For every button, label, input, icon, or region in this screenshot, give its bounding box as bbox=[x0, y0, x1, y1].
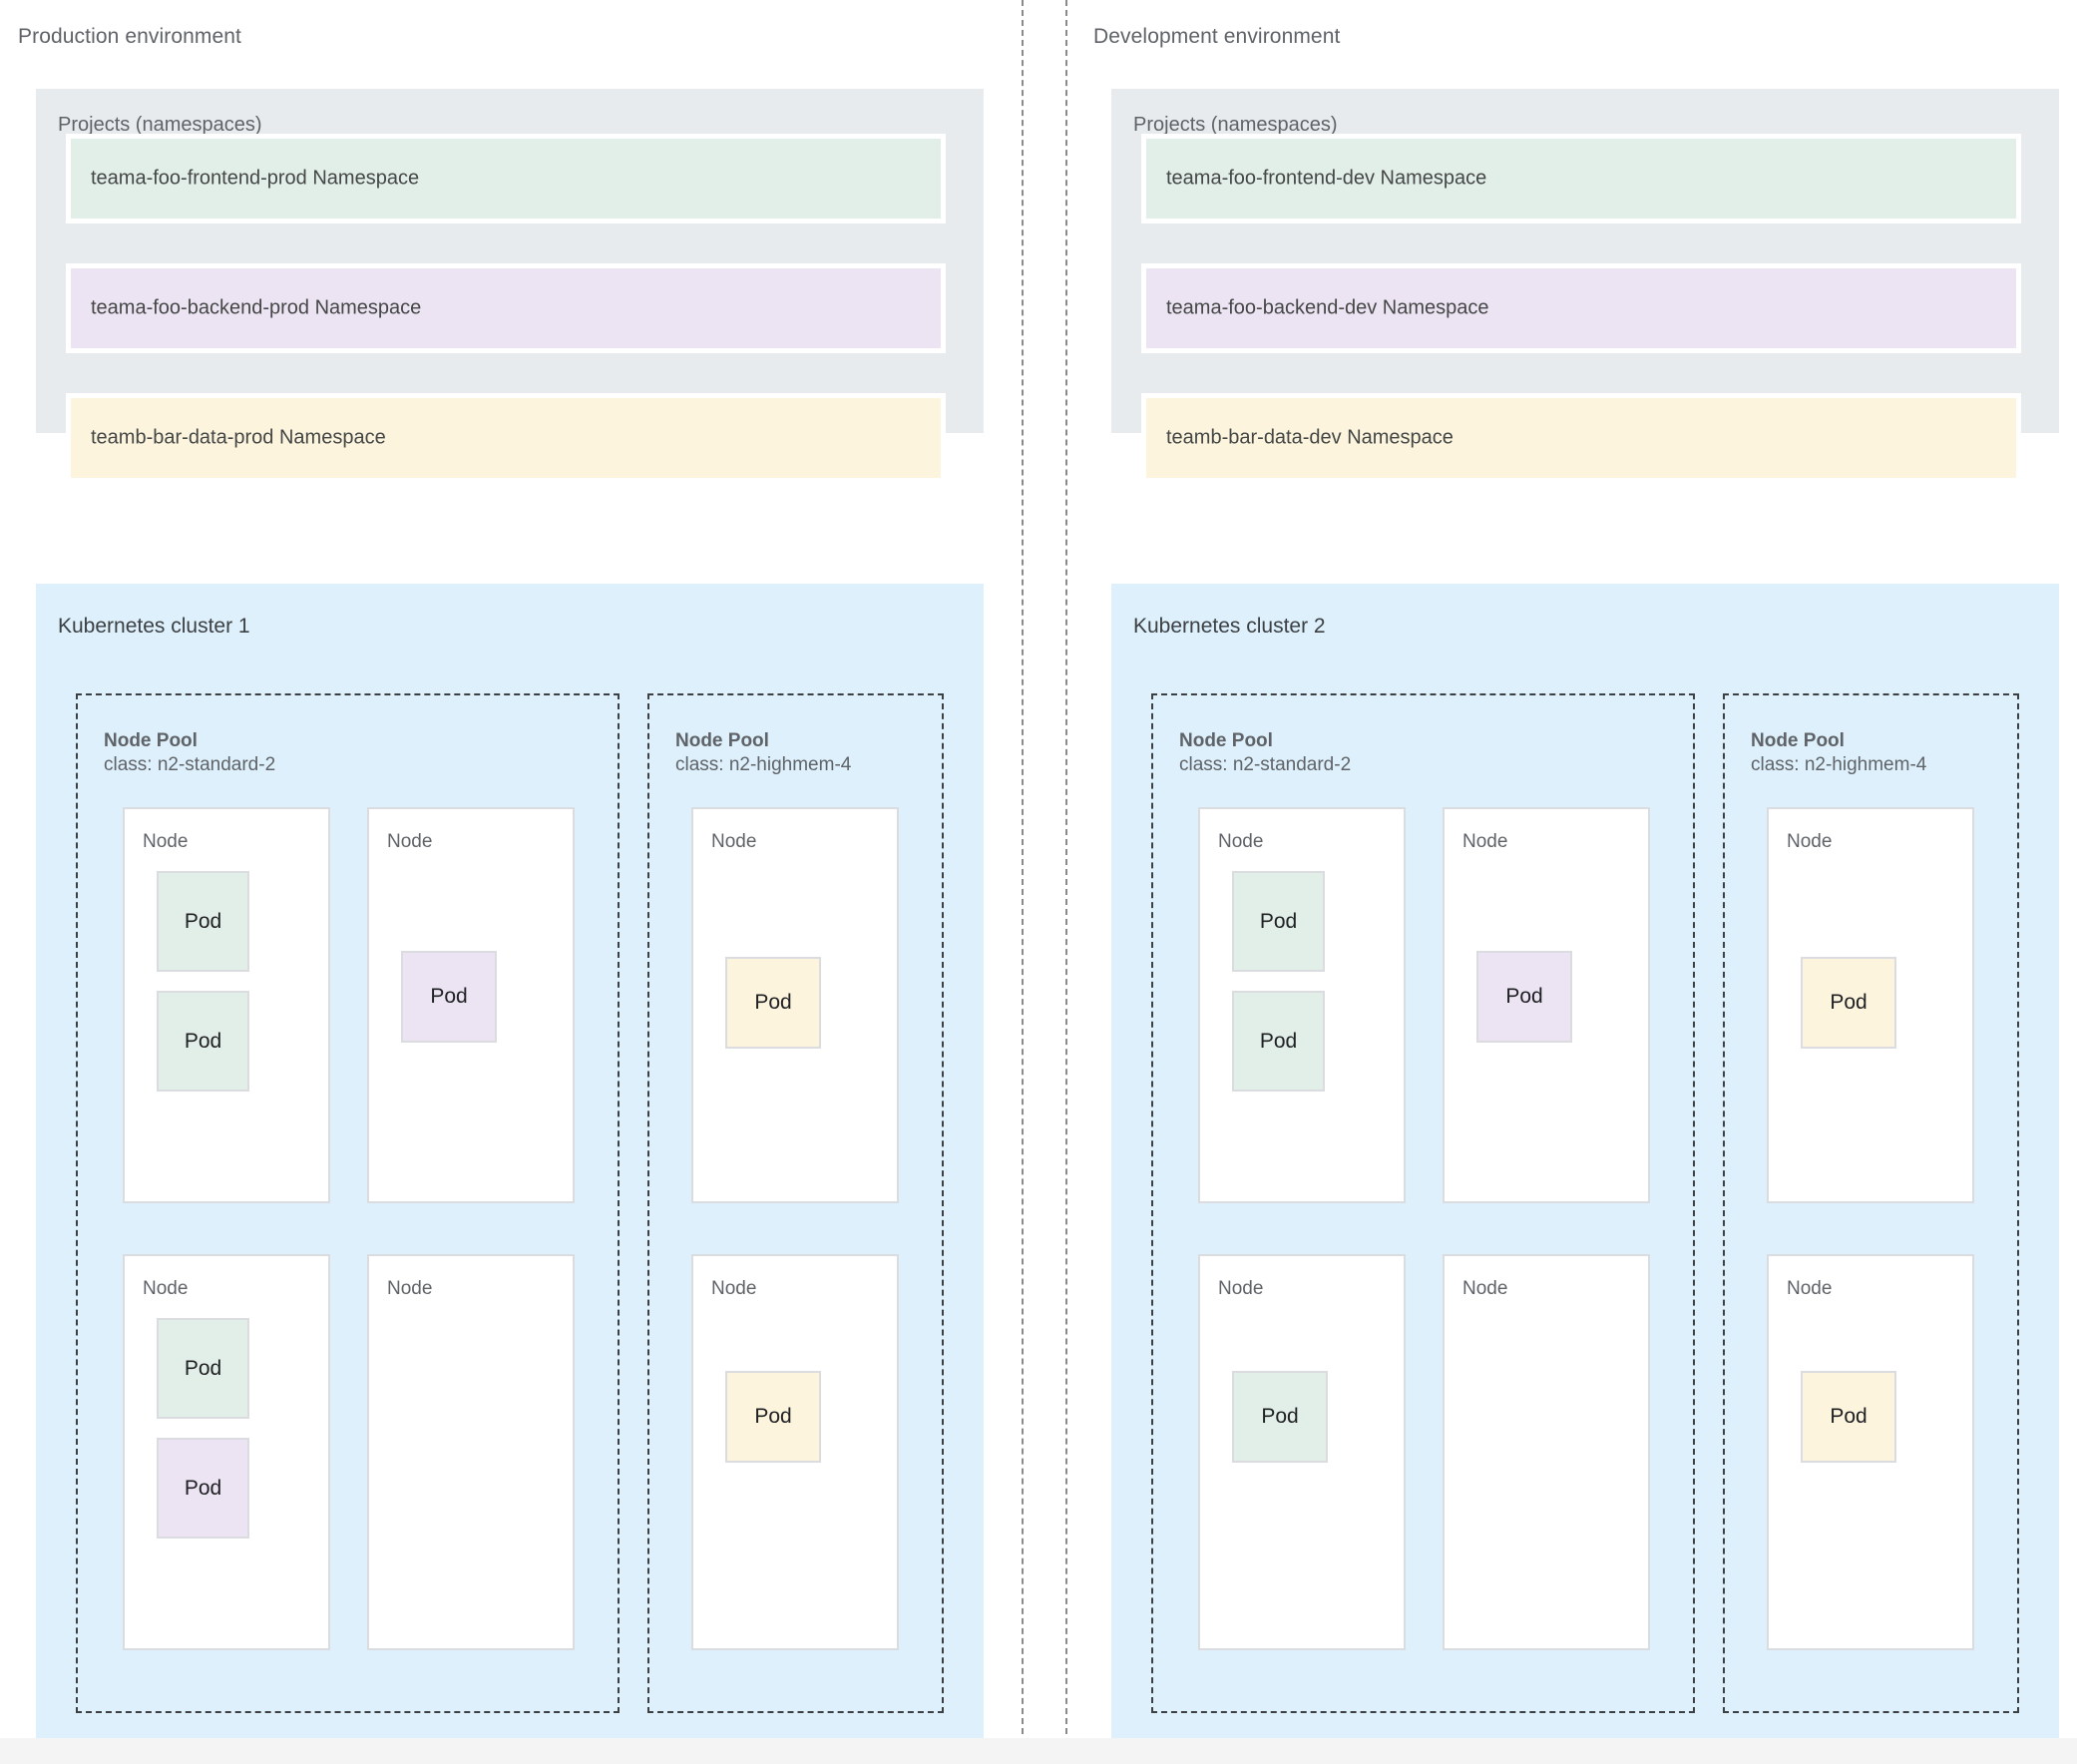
node-pool-class: class: n2-highmem-4 bbox=[1751, 753, 1927, 775]
kubernetes-cluster-panel: Kubernetes cluster 2 Node Pool class: n2… bbox=[1111, 584, 2059, 1738]
pod-label: Pod bbox=[184, 1476, 222, 1500]
projects-panel-title: Projects (namespaces) bbox=[58, 114, 262, 136]
pod-box[interactable]: Pod bbox=[401, 951, 497, 1043]
node-box[interactable]: Node Pod bbox=[691, 807, 899, 1203]
pod-label: Pod bbox=[754, 1405, 792, 1428]
node-pool-class: class: n2-standard-2 bbox=[1179, 753, 1352, 775]
node-label: Node bbox=[387, 1278, 433, 1299]
cluster-title: Kubernetes cluster 2 bbox=[1133, 615, 1326, 638]
node-box[interactable]: Node Pod bbox=[691, 1254, 899, 1650]
pod-label: Pod bbox=[184, 909, 222, 933]
node-box[interactable]: Node Pod Pod bbox=[1198, 807, 1406, 1203]
projects-panel-title: Projects (namespaces) bbox=[1133, 114, 1338, 136]
node-pool-name: Node Pool bbox=[1751, 730, 1845, 751]
node-label: Node bbox=[387, 831, 433, 852]
namespace-label: teamb-bar-data-prod Namespace bbox=[91, 426, 386, 449]
namespace-box[interactable]: teama-foo-backend-dev Namespace bbox=[1141, 263, 2021, 353]
cluster-title: Kubernetes cluster 1 bbox=[58, 615, 250, 638]
namespace-box[interactable]: teama-foo-backend-prod Namespace bbox=[66, 263, 946, 353]
node-pool-header: Node Pool class: n2-standard-2 bbox=[104, 729, 275, 777]
namespace-box[interactable]: teama-foo-frontend-prod Namespace bbox=[66, 134, 946, 223]
node-label: Node bbox=[1218, 1278, 1264, 1299]
node-pool-name: Node Pool bbox=[675, 730, 769, 751]
node-box[interactable]: Node Pod bbox=[1767, 807, 1974, 1203]
pod-box[interactable]: Pod bbox=[157, 1318, 249, 1419]
pod-label: Pod bbox=[184, 1356, 222, 1380]
pod-box[interactable]: Pod bbox=[1801, 957, 1896, 1049]
node-pool-name: Node Pool bbox=[1179, 730, 1273, 751]
node-box[interactable]: Node Pod bbox=[1767, 1254, 1974, 1650]
environment-divider-left bbox=[1022, 0, 1024, 1764]
node-box[interactable]: Node Pod bbox=[1198, 1254, 1406, 1650]
kubernetes-cluster-panel: Kubernetes cluster 1 Node Pool class: n2… bbox=[36, 584, 984, 1738]
node-pool-class: class: n2-highmem-4 bbox=[675, 753, 852, 775]
pod-label: Pod bbox=[1259, 1029, 1298, 1053]
node-pool-header: Node Pool class: n2-highmem-4 bbox=[675, 729, 851, 777]
node-label: Node bbox=[711, 1278, 757, 1299]
environment-title: Development environment bbox=[1093, 25, 1341, 48]
pod-label: Pod bbox=[184, 1029, 222, 1053]
pod-label: Pod bbox=[1830, 1405, 1868, 1428]
namespace-label: teama-foo-backend-dev Namespace bbox=[1166, 296, 1489, 319]
node-label: Node bbox=[1787, 1278, 1833, 1299]
namespace-label: teamb-bar-data-dev Namespace bbox=[1166, 426, 1454, 449]
node-box[interactable]: Node Pod Pod bbox=[123, 1254, 330, 1650]
pod-label: Pod bbox=[1259, 909, 1298, 933]
namespace-box[interactable]: teamb-bar-data-dev Namespace bbox=[1141, 393, 2021, 483]
pod-box[interactable]: Pod bbox=[157, 1438, 249, 1539]
namespace-label: teama-foo-backend-prod Namespace bbox=[91, 296, 422, 319]
node-box[interactable]: Node bbox=[1443, 1254, 1650, 1650]
node-label: Node bbox=[1462, 831, 1508, 852]
node-label: Node bbox=[711, 831, 757, 852]
pod-label: Pod bbox=[430, 985, 468, 1008]
pod-box[interactable]: Pod bbox=[725, 957, 821, 1049]
node-box[interactable]: Node Pod Pod bbox=[123, 807, 330, 1203]
node-pool-standard: Node Pool class: n2-standard-2 Node Pod … bbox=[76, 693, 620, 1713]
node-pool-header: Node Pool class: n2-standard-2 bbox=[1179, 729, 1351, 777]
pod-label: Pod bbox=[1505, 985, 1543, 1008]
pod-box[interactable]: Pod bbox=[1801, 1371, 1896, 1463]
pod-label: Pod bbox=[1261, 1405, 1299, 1428]
pod-box[interactable]: Pod bbox=[1232, 991, 1325, 1092]
projects-panel-development: Projects (namespaces) teama-foo-frontend… bbox=[1111, 89, 2059, 483]
pod-label: Pod bbox=[754, 991, 792, 1014]
namespace-box[interactable]: teamb-bar-data-prod Namespace bbox=[66, 393, 946, 483]
pod-box[interactable]: Pod bbox=[1232, 871, 1325, 972]
node-box[interactable]: Node Pod bbox=[367, 807, 575, 1203]
node-box[interactable]: Node bbox=[367, 1254, 575, 1650]
node-pool-highmem: Node Pool class: n2-highmem-4 Node Pod N… bbox=[647, 693, 944, 1713]
namespace-box[interactable]: teama-foo-frontend-dev Namespace bbox=[1141, 134, 2021, 223]
node-label: Node bbox=[1462, 1278, 1508, 1299]
node-pool-name: Node Pool bbox=[104, 730, 198, 751]
node-pool-standard: Node Pool class: n2-standard-2 Node Pod … bbox=[1151, 693, 1695, 1713]
node-pool-highmem: Node Pool class: n2-highmem-4 Node Pod N… bbox=[1723, 693, 2019, 1713]
node-pool-header: Node Pool class: n2-highmem-4 bbox=[1751, 729, 1926, 777]
pod-box[interactable]: Pod bbox=[1476, 951, 1572, 1043]
pod-box[interactable]: Pod bbox=[1232, 1371, 1328, 1463]
node-box[interactable]: Node Pod bbox=[1443, 807, 1650, 1203]
node-label: Node bbox=[1218, 831, 1264, 852]
namespace-label: teama-foo-frontend-prod Namespace bbox=[91, 167, 420, 190]
node-pool-class: class: n2-standard-2 bbox=[104, 753, 276, 775]
page-background-strip bbox=[0, 1738, 2077, 1764]
node-label: Node bbox=[1787, 831, 1833, 852]
environment-divider-right bbox=[1065, 0, 1067, 1764]
pod-box[interactable]: Pod bbox=[725, 1371, 821, 1463]
projects-panel-production: Projects (namespaces) teama-foo-frontend… bbox=[36, 89, 984, 483]
namespace-label: teama-foo-frontend-dev Namespace bbox=[1166, 167, 1487, 190]
pod-label: Pod bbox=[1830, 991, 1868, 1014]
pod-box[interactable]: Pod bbox=[157, 871, 249, 972]
node-label: Node bbox=[143, 1278, 189, 1299]
node-label: Node bbox=[143, 831, 189, 852]
environment-title: Production environment bbox=[18, 25, 241, 48]
pod-box[interactable]: Pod bbox=[157, 991, 249, 1092]
